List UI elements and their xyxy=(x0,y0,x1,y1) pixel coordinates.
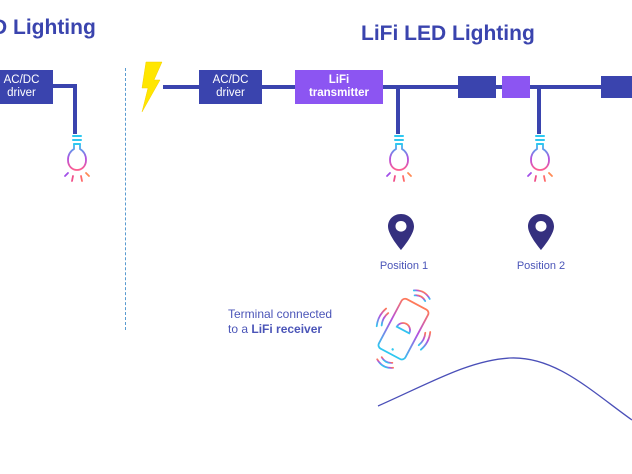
driver-box-2 xyxy=(458,76,496,98)
right-driver-label-line2: driver xyxy=(216,87,245,99)
left-panel-title: D Lighting xyxy=(0,16,96,39)
right-panel-title: LiFi LED Lighting xyxy=(361,22,535,45)
left-wire-horizontal xyxy=(53,84,76,88)
transmitter-box-2 xyxy=(502,76,530,98)
drop-wire-2 xyxy=(537,85,541,134)
position-2-label: Position 2 xyxy=(516,260,566,272)
terminal-text-bold: LiFi receiver xyxy=(251,322,323,336)
left-wire-vertical xyxy=(73,84,77,134)
transmitter-label-line2: transmitter xyxy=(308,87,370,99)
driver-box-3 xyxy=(601,76,632,98)
left-driver-label-line1: AC/DC xyxy=(3,74,40,86)
drop-wire-1 xyxy=(396,85,400,134)
smartphone-lifi-receiver-icon xyxy=(375,289,432,369)
transmitter-label-line1: LiFi xyxy=(328,74,350,86)
power-lightning-icon xyxy=(141,61,163,113)
left-driver-label-line2: driver xyxy=(7,87,36,99)
terminal-text-line1: Terminal connected xyxy=(228,307,333,321)
right-driver-label-line1: AC/DC xyxy=(212,74,249,86)
main-power-line xyxy=(163,85,603,89)
terminal-text-prefix: to a xyxy=(228,322,252,336)
position-1-label: Position 1 xyxy=(379,260,429,272)
section-divider xyxy=(125,68,126,330)
terminal-description: Terminal connected to a LiFi receiver xyxy=(228,307,332,337)
